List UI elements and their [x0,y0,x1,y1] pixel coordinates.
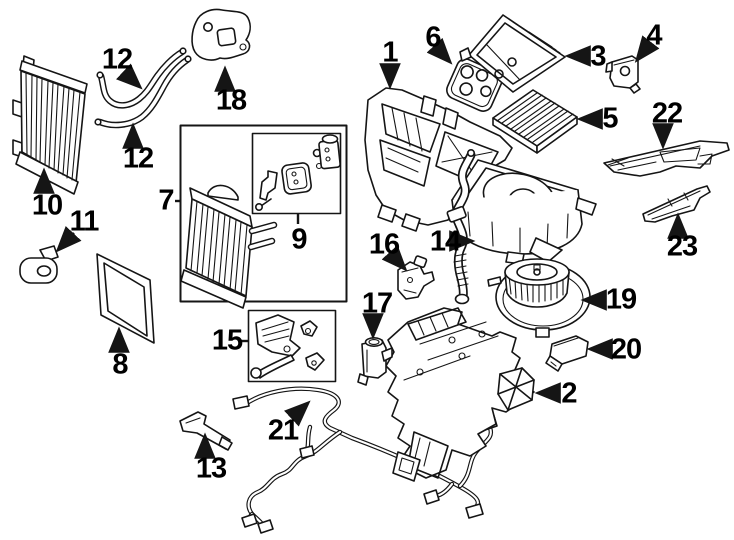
filter-cover-illustration [459,14,566,93]
callout-20[interactable]: 20 [610,333,642,366]
bracket-13-illustration [179,411,233,451]
bracket-4-illustration [605,55,641,94]
heater-pipes-illustration [94,47,192,129]
hvac-lower-case-illustration [385,307,535,482]
callout-5[interactable]: 5 [602,102,618,135]
callout-6[interactable]: 6 [425,21,441,54]
callout-9[interactable]: 9 [291,223,307,256]
callout-12-upper[interactable]: 12 [101,43,133,76]
callout-4[interactable]: 4 [646,19,662,52]
evaporator-core-illustration [180,184,278,309]
callout-21[interactable]: 21 [267,414,299,447]
actuator-17-illustration [357,336,393,386]
clip-illustration [19,245,59,284]
cabin-filter-illustration [492,89,578,154]
callout-leaders [33,35,689,459]
filter-frame-illustration [96,253,155,344]
callout-7[interactable]: 7 [158,184,174,217]
callout-12-lower[interactable]: 12 [122,142,154,175]
expansion-valve-kit-box [251,132,342,215]
callout-22[interactable]: 22 [651,97,683,130]
callout-8[interactable]: 8 [112,348,128,381]
actuator-16-illustration [397,255,435,300]
callout-10[interactable]: 10 [31,189,63,222]
blower-resistor-illustration [545,335,589,372]
callout-1[interactable]: 1 [382,36,398,69]
callout-19[interactable]: 19 [605,283,637,316]
callout-16[interactable]: 16 [368,228,400,261]
blower-motor-illustration [487,258,591,338]
callout-2[interactable]: 2 [561,377,577,410]
hvac-upper-case-illustration [364,87,597,265]
callout-23[interactable]: 23 [666,230,698,263]
callout-3[interactable]: 3 [590,40,606,73]
pipe-gasket-illustration [191,8,251,61]
trim-strip-23-illustration [642,185,711,223]
trim-strip-22-illustration [603,140,730,177]
callout-18[interactable]: 18 [215,84,247,117]
heater-core-illustration [12,55,88,195]
actuator-kit-box [247,309,337,383]
evaporator-kit-box [179,124,348,309]
callout-15[interactable]: 15 [211,324,243,357]
callout-17[interactable]: 17 [361,287,393,320]
callout-13[interactable]: 13 [195,452,227,485]
callout-14[interactable]: 14 [429,225,461,258]
callout-11[interactable]: 11 [69,205,100,238]
